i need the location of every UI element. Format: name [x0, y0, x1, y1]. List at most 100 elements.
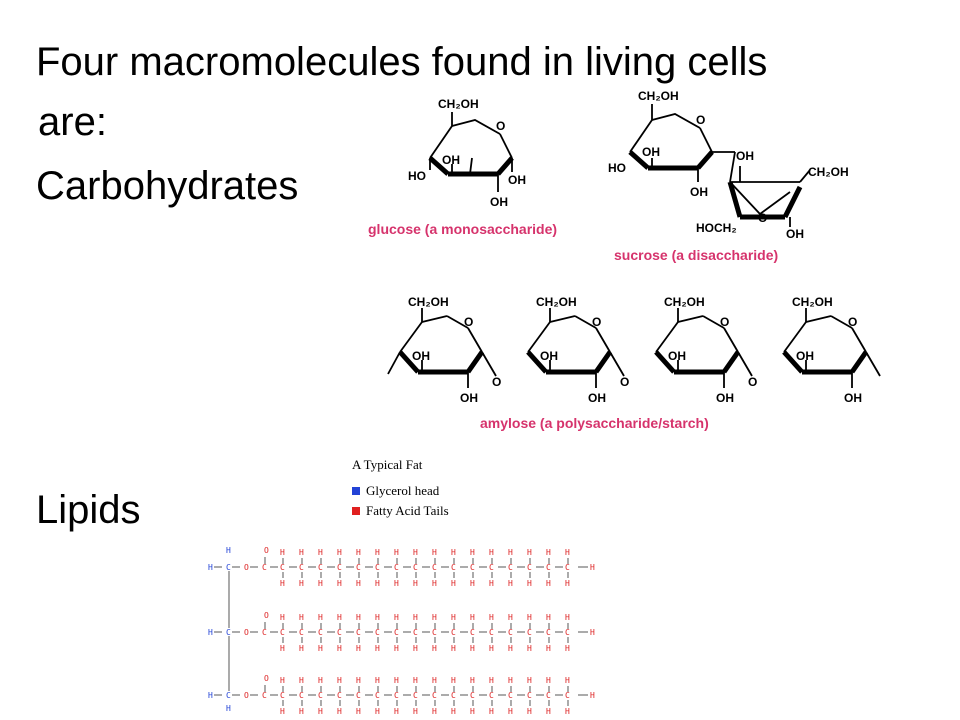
fat-c-2-9: C: [451, 691, 456, 700]
slide-heading-line2: are:: [38, 100, 107, 144]
amylose-link-o-1: O: [620, 375, 629, 389]
fat-c-0-13: C: [527, 563, 532, 572]
fat-h-bot-2-14: H: [546, 707, 551, 716]
amylose-oh-a-0: OH: [412, 349, 430, 363]
sucrose-ho: HO: [608, 161, 626, 175]
fat-h-bot-0-0: H: [280, 579, 285, 588]
fat-c-2-11: C: [489, 691, 494, 700]
fat-c-2-5: C: [375, 691, 380, 700]
fat-h-bot-0-8: H: [432, 579, 437, 588]
fat-h-bot-2-10: H: [470, 707, 475, 716]
fat-h-top-0-1: H: [299, 548, 304, 557]
fat-h-bot-2-5: H: [375, 707, 380, 716]
amylose-ring-o-3: O: [848, 315, 857, 329]
fat-c-0-3: C: [337, 563, 342, 572]
sucrose-ch2oh-1: CH₂OH: [638, 89, 679, 103]
fat-c-1-9: C: [451, 628, 456, 637]
fat-h-top-1-10: H: [470, 613, 475, 622]
amylose-link-o-2: O: [748, 375, 757, 389]
fat-h-top-0-12: H: [508, 548, 513, 557]
fat-h-bot-2-7: H: [413, 707, 418, 716]
fat-h-top-2-11: H: [489, 676, 494, 685]
fat-h-top-1-1: H: [299, 613, 304, 622]
fat-h-bot-2-15: H: [565, 707, 570, 716]
ester-c-1: C: [262, 628, 267, 637]
fat-legend-glycerol: Glycerol head: [366, 483, 440, 498]
fat-structure: A Typical Fat Glycerol head Fatty Acid T…: [208, 457, 595, 716]
fat-c-1-3: C: [337, 628, 342, 637]
fat-c-0-9: C: [451, 563, 456, 572]
fat-h-top-1-5: H: [375, 613, 380, 622]
ester-o-0: O: [244, 563, 249, 572]
fat-h-bot-0-15: H: [565, 579, 570, 588]
fat-h-bot-1-10: H: [470, 644, 475, 653]
fat-c-0-14: C: [546, 563, 551, 572]
fat-h-top-1-7: H: [413, 613, 418, 622]
fat-c-1-4: C: [356, 628, 361, 637]
carbonyl-o-0: O: [264, 546, 269, 555]
fat-h-top-1-4: H: [356, 613, 361, 622]
sucrose-oh-2: OH: [690, 185, 708, 199]
sucrose-hoch2: HOCH₂: [696, 221, 737, 235]
amylose-ch2oh-3: CH₂OH: [792, 295, 833, 309]
fat-h-bot-2-3: H: [337, 707, 342, 716]
fat-c-2-10: C: [470, 691, 475, 700]
sucrose-ring-o-1: O: [696, 113, 705, 127]
fat-legend-fatty: Fatty Acid Tails: [366, 503, 449, 518]
fat-h-bot-1-14: H: [546, 644, 551, 653]
fat-c-2-8: C: [432, 691, 437, 700]
fat-h-top-0-15: H: [565, 548, 570, 557]
sucrose-ring-o-2: O: [758, 211, 767, 225]
fat-h-top-2-4: H: [356, 676, 361, 685]
glycerol-h-bottom: H: [226, 704, 231, 713]
fatty-legend-swatch: [352, 507, 360, 515]
ester-o-2: O: [244, 691, 249, 700]
amylose-structure: CH₂OHOOHOHOCH₂OHOOHOHOCH₂OHOOHOHOCH₂OHOO…: [387, 295, 881, 431]
fat-h-bot-2-13: H: [527, 707, 532, 716]
fat-h-top-1-13: H: [527, 613, 532, 622]
fat-c-2-13: C: [527, 691, 532, 700]
lipids-label: Lipids: [36, 488, 141, 532]
fat-c-0-15: C: [565, 563, 570, 572]
fat-c-0-2: C: [318, 563, 323, 572]
sucrose-caption: sucrose (a disaccharide): [614, 247, 778, 263]
fat-h-bot-0-12: H: [508, 579, 513, 588]
fat-h-top-1-6: H: [394, 613, 399, 622]
fat-h-bot-0-2: H: [318, 579, 323, 588]
fat-h-bot-2-1: H: [299, 707, 304, 716]
glucose-oh-1: OH: [442, 153, 460, 167]
fat-h-top-0-11: H: [489, 548, 494, 557]
amylose-ring-o-1: O: [592, 315, 601, 329]
fat-h-bot-0-11: H: [489, 579, 494, 588]
amylose-oh-a-3: OH: [796, 349, 814, 363]
fat-h-top-0-5: H: [375, 548, 380, 557]
fat-h-bot-1-4: H: [356, 644, 361, 653]
glucose-ch2oh: CH₂OH: [438, 97, 479, 111]
fat-h-bot-1-13: H: [527, 644, 532, 653]
fat-c-0-10: C: [470, 563, 475, 572]
fat-h-top-2-12: H: [508, 676, 513, 685]
fat-h-bot-0-5: H: [375, 579, 380, 588]
glucose-structure: CH₂OH O OH OH HO OH glucose (a monosacch…: [368, 97, 557, 237]
glycerol-c-1: C: [226, 628, 231, 637]
fat-h-bot-0-3: H: [337, 579, 342, 588]
fat-h-bot-0-13: H: [527, 579, 532, 588]
fat-c-2-12: C: [508, 691, 513, 700]
fat-c-2-15: C: [565, 691, 570, 700]
fat-c-1-5: C: [375, 628, 380, 637]
fat-c-0-11: C: [489, 563, 494, 572]
fat-h-top-0-6: H: [394, 548, 399, 557]
fat-h-bot-0-1: H: [299, 579, 304, 588]
fat-c-2-4: C: [356, 691, 361, 700]
amylose-ch2oh-0: CH₂OH: [408, 295, 449, 309]
fat-h-bot-2-8: H: [432, 707, 437, 716]
fat-h-top-0-8: H: [432, 548, 437, 557]
fat-c-1-14: C: [546, 628, 551, 637]
fat-h-bot-1-6: H: [394, 644, 399, 653]
glycerol-c-2: C: [226, 691, 231, 700]
fat-h-top-2-13: H: [527, 676, 532, 685]
fat-h-top-0-4: H: [356, 548, 361, 557]
amylose-ch2oh-1: CH₂OH: [536, 295, 577, 309]
amylose-ch2oh-2: CH₂OH: [664, 295, 705, 309]
fat-h-top-1-8: H: [432, 613, 437, 622]
